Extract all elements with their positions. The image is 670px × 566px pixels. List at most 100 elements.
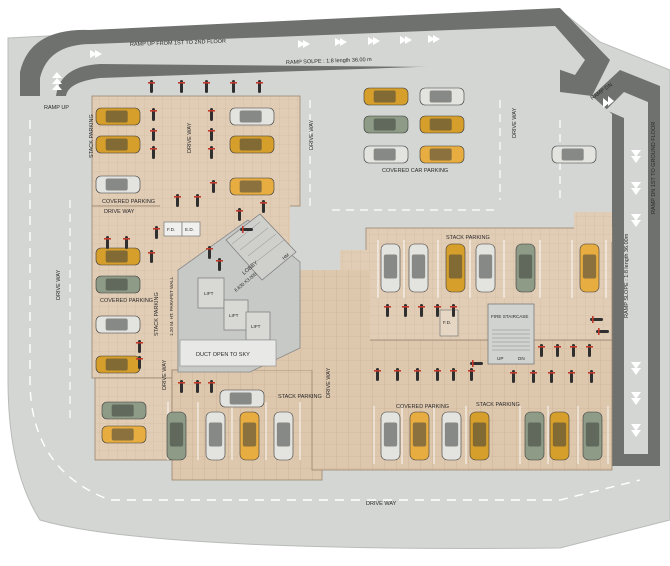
parked-car <box>419 145 465 164</box>
parked-bike <box>402 304 409 317</box>
parked-car <box>549 411 570 461</box>
label-stack-parking-b: STACK PARKING <box>154 292 160 336</box>
parked-bike <box>548 370 555 383</box>
label-stack-parking-c: STACK PARKING <box>446 235 490 241</box>
parked-bike <box>530 370 537 383</box>
label-lift-b: LIFT <box>229 313 239 318</box>
label-ramp-up-1-2: RAMP UP FROM 1ST TO 2ND FLOOR <box>130 39 226 48</box>
parked-bike <box>568 370 575 383</box>
parked-bike <box>236 208 243 221</box>
parked-car <box>95 107 141 126</box>
parked-bike <box>206 246 213 259</box>
parked-bike <box>203 80 210 93</box>
parked-bike <box>590 316 603 323</box>
parked-car <box>380 243 401 293</box>
parked-bike <box>240 226 253 233</box>
parked-car <box>445 243 466 293</box>
parked-car <box>166 411 187 461</box>
parked-car <box>219 389 265 408</box>
floor-labels: RAMP UP FROM 1ST TO 2ND FLOOR RAMP SOLPE… <box>44 39 657 507</box>
parked-car <box>551 145 597 164</box>
label-hm: HM <box>281 252 290 261</box>
parked-bike <box>136 340 143 353</box>
lane-marking-outer <box>29 120 641 501</box>
parked-car <box>469 411 490 461</box>
parked-car <box>95 247 141 266</box>
parked-bike <box>208 128 215 141</box>
parked-bike <box>470 360 483 367</box>
parked-bike <box>374 368 381 381</box>
label-lift-c: LIFT <box>251 324 261 329</box>
parked-bike <box>586 344 593 357</box>
label-fd-a: F.D. <box>167 227 175 232</box>
label-stack-parking-a: STACK PARKING <box>89 114 95 158</box>
parked-car <box>579 243 600 293</box>
parked-car <box>101 425 147 444</box>
parked-car <box>380 411 401 461</box>
label-ramp-up-left: RAMP UP <box>44 105 69 111</box>
label-dn: DN <box>518 356 525 361</box>
bay-lines <box>167 240 609 464</box>
parked-car <box>363 87 409 106</box>
parked-bike <box>136 356 143 369</box>
parked-bike <box>174 194 181 207</box>
parked-car <box>205 411 226 461</box>
parked-car <box>441 411 462 461</box>
parked-bike <box>210 180 217 193</box>
parked-car <box>229 177 275 196</box>
parked-car <box>582 411 603 461</box>
parked-bike <box>384 304 391 317</box>
lane-marking-inner <box>69 100 561 420</box>
parked-bike <box>178 80 185 93</box>
ramp-up-lane <box>40 26 585 96</box>
parked-car <box>95 175 141 194</box>
parked-bike <box>194 194 201 207</box>
parked-bike <box>538 344 545 357</box>
label-covered-parking-b: COVERED PARKING <box>100 298 153 304</box>
parked-bike <box>123 236 130 249</box>
parked-bike <box>434 304 441 317</box>
parked-bike <box>150 108 157 121</box>
ramp-up-chevrons <box>52 35 614 108</box>
parked-car <box>363 115 409 134</box>
parked-bike <box>208 380 215 393</box>
label-lift-a: LIFT <box>204 291 214 296</box>
parked-car <box>515 243 536 293</box>
parked-car <box>95 315 141 334</box>
label-drive-way-c: DRIVE WAY <box>309 119 315 150</box>
parked-bike <box>194 380 201 393</box>
fd-ed-boxes <box>163 221 459 337</box>
label-drive-way-a: DRIVE WAY <box>187 122 193 153</box>
parked-bike <box>104 236 111 249</box>
parked-bike <box>414 368 421 381</box>
parked-bike <box>153 226 160 239</box>
car-layer <box>95 87 603 461</box>
parked-bike <box>588 370 595 383</box>
label-duct: DUCT OPEN TO SKY <box>196 352 250 358</box>
parked-car <box>419 87 465 106</box>
parked-bike <box>260 200 267 213</box>
label-covered-parking-a: COVERED PARKING <box>102 199 155 205</box>
parked-car <box>408 243 429 293</box>
label-drive-way-bottom: DRIVE WAY <box>366 501 397 507</box>
parked-bike <box>216 258 223 271</box>
label-fire-staircase: FIRE STAIRCASE <box>491 314 528 319</box>
label-drive-way-e: DRIVE WAY <box>56 269 62 300</box>
parked-car <box>101 401 147 420</box>
parked-bike <box>208 108 215 121</box>
parked-car <box>95 135 141 154</box>
parked-car <box>409 411 430 461</box>
parked-bike <box>418 304 425 317</box>
parked-bike <box>178 380 185 393</box>
parked-bike <box>150 146 157 159</box>
label-parapet: 1.20 M. HT. PARAPET WALL <box>169 276 174 336</box>
parked-car <box>229 107 275 126</box>
label-covered-parking-c: COVERED PARKING <box>396 404 449 410</box>
parked-car <box>524 411 545 461</box>
parked-bike <box>208 146 215 159</box>
fire-staircase <box>487 303 535 365</box>
parked-car <box>239 411 260 461</box>
parked-bike <box>596 328 609 335</box>
parked-car <box>95 355 141 374</box>
